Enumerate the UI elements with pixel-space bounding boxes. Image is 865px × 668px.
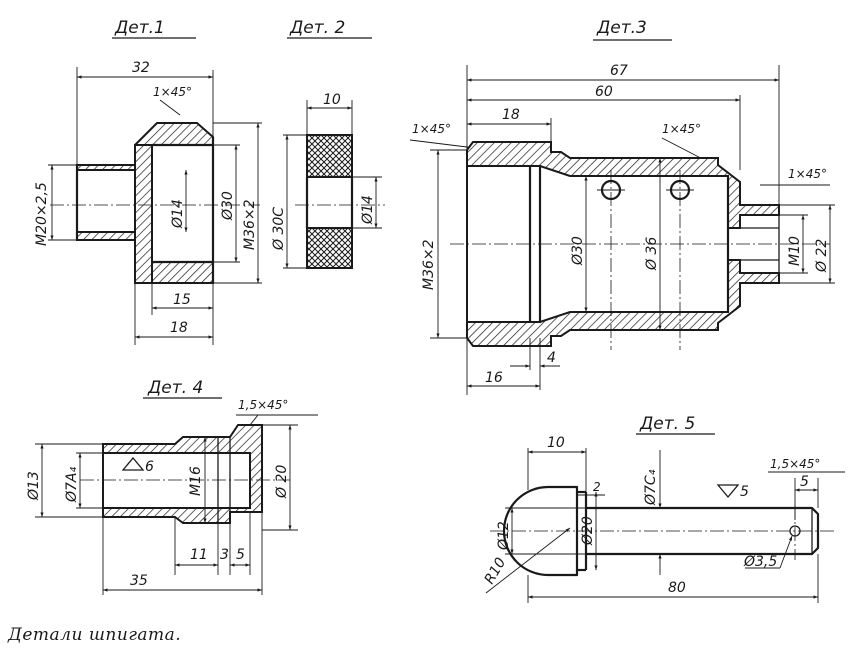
part-5-dim-d20: Ø20: [580, 516, 596, 546]
part-2-dim-d30c: Ø 30C: [271, 207, 287, 251]
part-3-chamfer-left: 1×45°: [412, 122, 451, 136]
part-3: Дет.3 67 60 18 1×45° 1×45° 1×45°: [409, 18, 835, 395]
part-5-chamfer: 1,5×45°: [770, 457, 820, 471]
figure-caption: Детали шпигата.: [8, 625, 182, 645]
part-4-dim-35: 35: [130, 573, 148, 589]
part-5-dim-2: 2: [593, 480, 601, 494]
part-1-dim-d14: Ø14: [170, 199, 186, 229]
part-4-roughness: 6: [145, 459, 154, 475]
part-3-dim-16: 16: [485, 370, 503, 386]
part-5-dim-10: 10: [547, 435, 565, 451]
part-2-title: Дет. 2: [289, 18, 345, 38]
part-1-chamfer: 1×45°: [153, 85, 192, 99]
part-3-dim-m36: M36×2: [421, 239, 437, 290]
part-1-dim-d30: Ø30: [220, 191, 236, 221]
part-2-dim-10: 10: [323, 92, 341, 108]
part-5-dim-80: 80: [668, 580, 686, 596]
part-1-dim-m36: M36×2: [242, 199, 258, 250]
part-1-dim-m20: M20×2,5: [34, 182, 50, 246]
part-3-dim-4: 4: [547, 350, 556, 366]
part-4-dim-d13: Ø13: [26, 471, 42, 501]
part-4-dim-3: 3: [220, 547, 229, 563]
part-2-dim-d14: Ø14: [360, 195, 376, 225]
part-3-dim-60: 60: [595, 84, 613, 100]
part-5: Дет. 5 10 Ø7C₄ 5 1,5×45° 5 2: [482, 414, 845, 603]
part-3-dim-18: 18: [502, 107, 520, 123]
part-3-chamfer-right: 1×45°: [788, 167, 827, 181]
part-4-dim-d20: Ø 20: [274, 465, 290, 499]
part-3-dim-d36: Ø 36: [644, 237, 660, 271]
part-1-dim-32: 32: [132, 60, 150, 76]
part-5-dim-5: 5: [800, 474, 809, 490]
part-3-dim-67: 67: [610, 63, 628, 79]
part-3-title: Дет.3: [596, 18, 647, 38]
part-5-title: Дет. 5: [639, 414, 695, 434]
part-3-dim-d22: Ø 22: [814, 239, 830, 273]
part-3-chamfer-mid: 1×45°: [662, 122, 701, 136]
part-2: Дет. 2 10 Ø 30C Ø14: [271, 18, 385, 269]
part-4: Дет. 4 1,5×45° 6 Ø13 Ø7A₄ M16 Ø 20: [26, 378, 318, 595]
part-4-title: Дет. 4: [147, 378, 203, 398]
part-4-chamfer: 1,5×45°: [238, 398, 288, 412]
part-1-dim-15: 15: [173, 292, 191, 308]
part-4-dim-5: 5: [236, 547, 245, 563]
part-5-dim-r10: R10: [482, 555, 510, 587]
part-1-title: Дет.1: [114, 18, 165, 38]
part-5-dim-d7c: Ø7C₄: [643, 469, 659, 506]
part-3-dim-d30: Ø30: [570, 236, 586, 266]
technical-drawing: Дет.1 32 1×45° M20×2,5 Ø14 Ø30: [26, 18, 845, 603]
part-1: Дет.1 32 1×45° M20×2,5 Ø14 Ø30: [34, 18, 262, 345]
part-5-dim-d12: Ø12: [496, 521, 512, 551]
part-4-dim-d7a: Ø7A₄: [64, 466, 80, 503]
part-1-dim-18: 18: [170, 320, 188, 336]
part-3-dim-m10: M10: [787, 236, 803, 266]
part-4-dim-m16: M16: [188, 466, 204, 496]
part-5-dim-d35: Ø3,5: [743, 554, 777, 570]
part-5-roughness: 5: [740, 484, 749, 500]
part-4-dim-11: 11: [190, 547, 208, 563]
